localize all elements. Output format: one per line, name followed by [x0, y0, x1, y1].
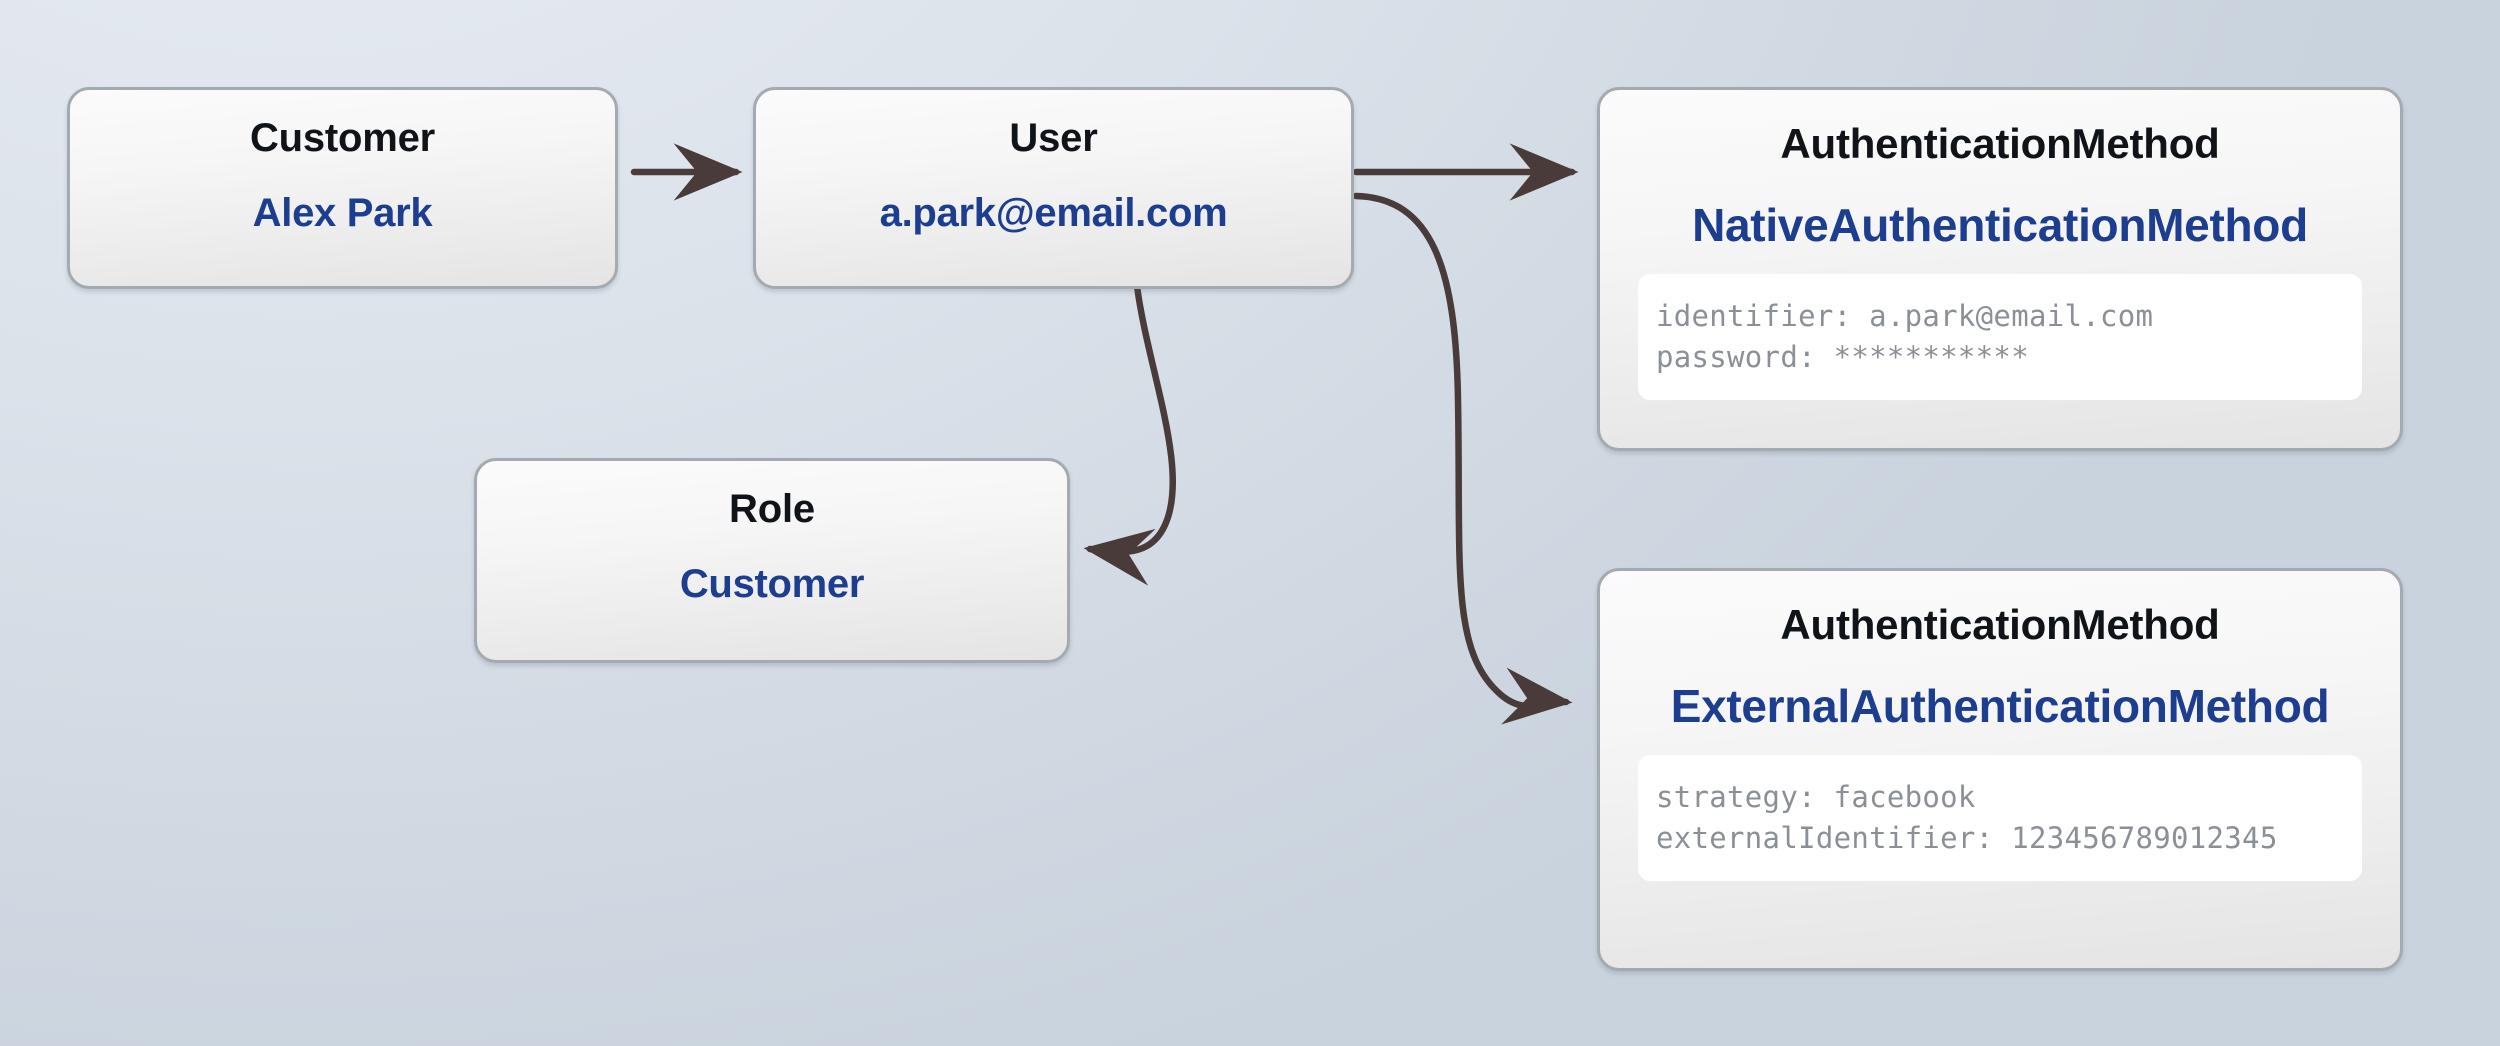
node-role-value: Customer	[679, 562, 865, 606]
edge-user-to-external-auth	[1352, 192, 1573, 725]
node-native-auth-type: AuthenticationMethod	[1780, 120, 2220, 167]
node-customer-type: Customer	[249, 116, 436, 160]
node-user-value: a.park@email.com	[879, 191, 1228, 235]
node-native-auth-attributes: identifier: a.park@email.com password: *…	[1638, 274, 2362, 401]
node-native-auth-value: NativeAuthenticationMethod	[1692, 199, 2308, 251]
edge-user-to-role	[1083, 282, 1176, 586]
node-user[interactable]: User a.park@email.com	[753, 87, 1354, 289]
node-customer-value: Alex Park	[252, 191, 433, 235]
node-native-authentication-method[interactable]: AuthenticationMethod NativeAuthenticatio…	[1597, 87, 2403, 451]
node-external-auth-attributes: strategy: facebook externalIdentifier: 1…	[1638, 755, 2362, 882]
node-external-auth-value: ExternalAuthenticationMethod	[1670, 680, 2330, 732]
node-external-auth-type: AuthenticationMethod	[1780, 601, 2220, 648]
node-user-type: User	[1009, 116, 1098, 160]
attribute-identifier: identifier: a.park@email.com	[1656, 299, 2154, 333]
node-role-type: Role	[729, 487, 815, 531]
attribute-password: password: ***********	[1656, 340, 2029, 375]
node-external-authentication-method[interactable]: AuthenticationMethod ExternalAuthenticat…	[1597, 568, 2403, 971]
node-role[interactable]: Role Customer	[474, 458, 1070, 663]
node-customer[interactable]: Customer Alex Park	[67, 87, 618, 289]
attribute-external-identifier: externalIdentifier: 123456789012345	[1656, 821, 2278, 856]
attribute-strategy: strategy: facebook	[1656, 780, 1976, 814]
